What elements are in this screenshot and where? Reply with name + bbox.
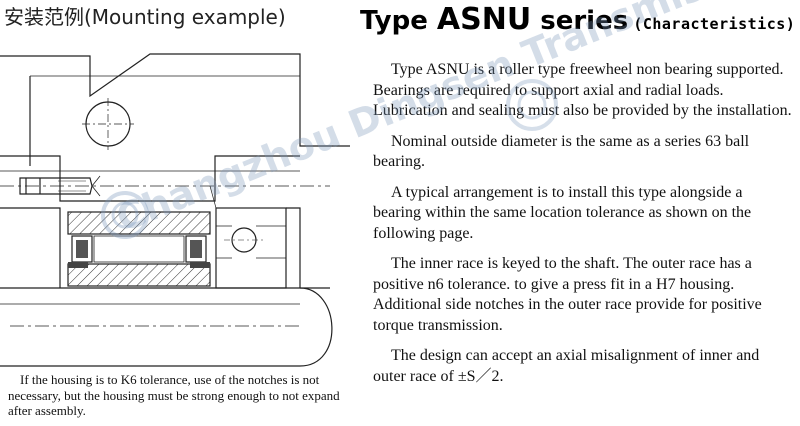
inner-race bbox=[67, 263, 211, 287]
title-characteristics: (Characteristics) bbox=[633, 15, 796, 33]
outer-race bbox=[67, 211, 211, 235]
housing-tolerance-note: If the housing is to K6 tolerance, use o… bbox=[8, 372, 340, 418]
paragraph: The inner race is keyed to the shaft. Th… bbox=[373, 255, 762, 334]
mounting-example-title: 安装范例(Mounting example) bbox=[0, 2, 350, 32]
mounting-example-title-en: (Mounting example) bbox=[84, 5, 286, 29]
paragraph: Nominal outside diameter is the same as … bbox=[373, 132, 750, 171]
screw bbox=[19, 177, 93, 195]
housing-top-edge bbox=[0, 53, 301, 98]
title-series-word: series bbox=[531, 6, 629, 36]
page-title: Type ASNU series (Characteristics) bbox=[360, 2, 795, 42]
bolt-hole bbox=[85, 101, 131, 147]
characteristics-description: Type ASNU is a roller type freewheel non… bbox=[373, 60, 793, 397]
paragraph: The design can accept an axial misalignm… bbox=[373, 347, 760, 385]
mounting-example-title-cjk: 安装范例 bbox=[4, 5, 84, 29]
mounting-example-drawing bbox=[0, 53, 350, 367]
ball-bearing bbox=[215, 207, 287, 289]
title-model: ASNU bbox=[436, 2, 532, 37]
paragraph: Type ASNU is a roller type freewheel non… bbox=[373, 61, 792, 119]
title-type-word: Type bbox=[360, 6, 437, 36]
paragraph: A typical arrangement is to install this… bbox=[373, 183, 752, 242]
